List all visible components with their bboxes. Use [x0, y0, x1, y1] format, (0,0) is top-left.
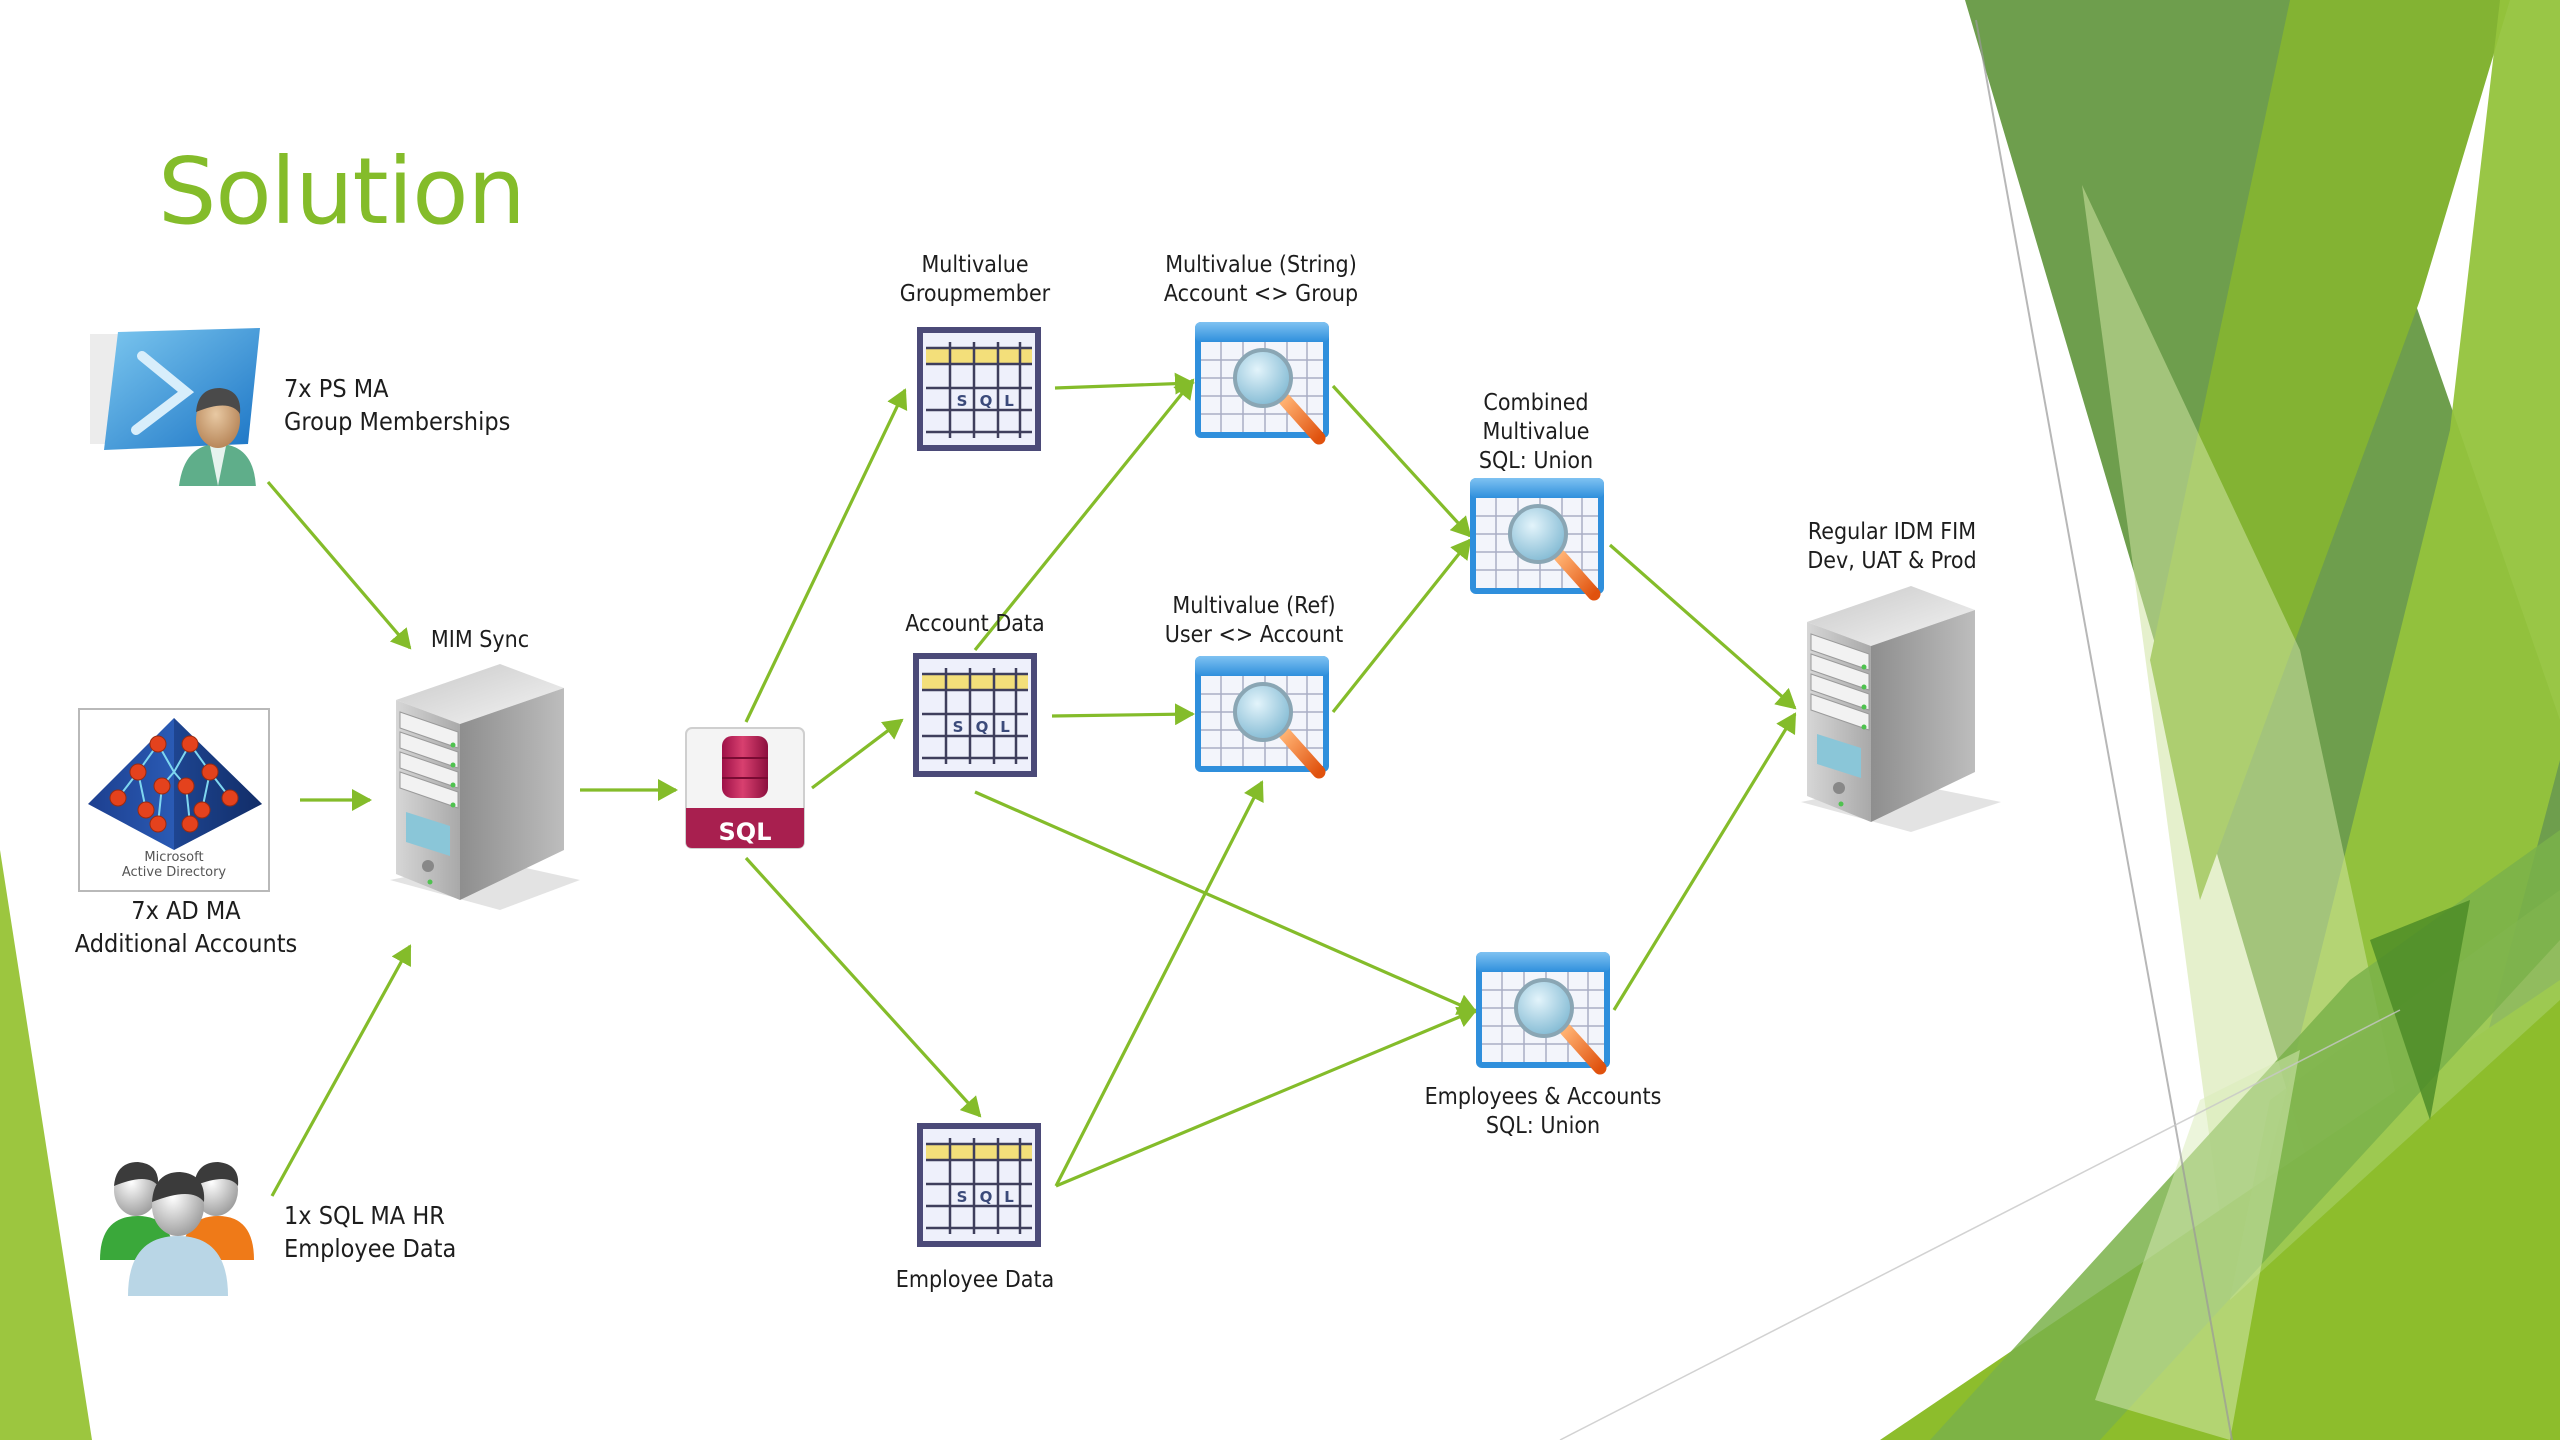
- groupmember-table: S Q L: [916, 326, 1042, 452]
- ad-ma-label: 7x AD MA Additional Accounts: [74, 896, 298, 958]
- sql-database-icon: SQL: [685, 727, 805, 849]
- sql-table-icon: S Q L: [913, 653, 1037, 777]
- sql-table-icon: S Q L: [917, 1123, 1041, 1247]
- ps-ma-label: 7x PS MA Group Memberships: [284, 374, 511, 436]
- svg-text:Q: Q: [976, 718, 989, 736]
- combined-label: Combined Multivalue SQL: Union: [1478, 390, 1594, 474]
- table-search-icon: [1476, 952, 1610, 1075]
- users-group-icon: [100, 1162, 254, 1296]
- sql-ma-label: 1x SQL MA HR Employee Data: [284, 1201, 457, 1263]
- account-data-table: S Q L: [912, 652, 1038, 778]
- powershell-user-icon: [90, 328, 260, 498]
- svg-text:L: L: [1004, 1188, 1014, 1206]
- sql-database-node: SQL: [684, 726, 806, 850]
- svg-text:Q: Q: [980, 1188, 993, 1206]
- arrow-ps-to-sync: [266, 480, 412, 650]
- svg-text:S: S: [957, 392, 968, 410]
- svg-text:L: L: [1000, 718, 1010, 736]
- server-icon: [390, 664, 580, 910]
- svg-text:S: S: [957, 1188, 968, 1206]
- arrow-mvstring-to-combined: [1331, 384, 1472, 538]
- arrow-employee-to-mvref: [1054, 780, 1264, 1187]
- mv-string-label: Multivalue (String) Account <> Group: [1163, 252, 1359, 307]
- table-search-icon: [1195, 656, 1329, 779]
- combined-view: [1468, 476, 1608, 604]
- active-directory-icon: [88, 718, 262, 850]
- arrow-employee-to-empacc: [1055, 1006, 1478, 1188]
- emp-acc-view: [1474, 950, 1614, 1078]
- employee-data-label: Employee Data: [895, 1267, 1055, 1293]
- arrow-sql-to-employee: [744, 856, 982, 1118]
- emp-acc-label: Employees & Accounts SQL: Union: [1424, 1084, 1662, 1139]
- arrow-combined-to-target: [1608, 543, 1797, 710]
- left-green-facet: [0, 850, 92, 1440]
- arrow-mvref-to-combined: [1331, 538, 1472, 713]
- mv-ref-label: Multivalue (Ref) User <> Account: [1164, 593, 1344, 648]
- ad-badge-text: Microsoft Active Directory: [121, 850, 227, 880]
- svg-text:S: S: [953, 718, 964, 736]
- arrow-sql-to-account: [811, 718, 904, 790]
- arrow-empacc-to-target: [1612, 712, 1797, 1011]
- mim-sync-label: MIM Sync: [430, 627, 530, 653]
- table-search-icon: [1195, 322, 1329, 445]
- target-label: Regular IDM FIM Dev, UAT & Prod: [1807, 519, 1977, 574]
- right-green-facets: [1880, 0, 2560, 1440]
- table-search-icon: [1470, 478, 1604, 601]
- slide-title: Solution: [158, 138, 526, 245]
- arrow-users-to-sync: [270, 944, 412, 1197]
- server-icon: [1801, 586, 2001, 832]
- groupmember-label: Multivalue Groupmember: [899, 252, 1051, 307]
- mv-string-view: [1193, 320, 1333, 448]
- arrow-account-to-empacc: [974, 790, 1478, 1015]
- ps-ma-node: [90, 326, 270, 498]
- thin-guide-lines: [1559, 19, 2401, 1440]
- arrow-account-to-mvstring: [973, 378, 1195, 652]
- svg-text:L: L: [1004, 392, 1014, 410]
- target-server: [1796, 582, 2006, 832]
- sql-database-label: SQL: [719, 818, 772, 846]
- arrow-groupmember-to-mvstring: [1054, 372, 1195, 395]
- mim-sync-server: [390, 660, 590, 910]
- ad-ma-node: Microsoft Active Directory: [78, 708, 270, 892]
- sql-table-icon: S Q L: [917, 327, 1041, 451]
- mv-ref-view: [1193, 654, 1333, 782]
- svg-text:Q: Q: [980, 392, 993, 410]
- sql-ma-node: [92, 1150, 262, 1300]
- arrow-sql-to-groupmember: [744, 388, 908, 723]
- account-data-label: Account Data: [905, 611, 1045, 637]
- employee-data-table: S Q L: [916, 1122, 1042, 1248]
- arrow-account-to-mvref: [1051, 703, 1195, 726]
